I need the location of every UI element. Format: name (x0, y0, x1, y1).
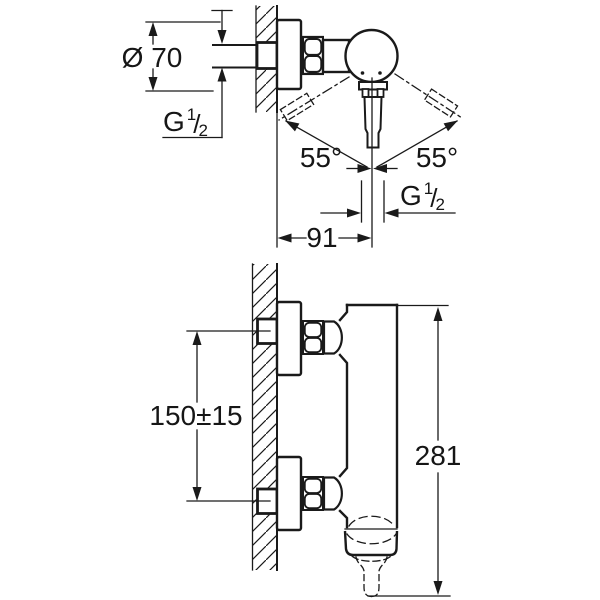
front-view: 150±15 281 (149, 263, 462, 598)
knob-dot-icon (378, 71, 382, 75)
dim-arrowhead (192, 487, 202, 501)
inlet-spacing-label: 150±15 (149, 400, 242, 431)
dim-arrowhead (433, 581, 443, 595)
dimension-total-height: 281 (367, 304, 462, 597)
height-dim-label: 281 (415, 440, 462, 471)
dimension-angle: 55° 55° (282, 116, 461, 173)
lever-phantom-right (394, 73, 463, 119)
hex-nut-icon (301, 35, 325, 76)
escutcheon-top-view (275, 18, 303, 91)
hose-connector (355, 556, 388, 598)
hex-nut-icon (302, 476, 324, 511)
union-fitting (322, 320, 343, 355)
supply-pipe (212, 41, 279, 70)
dim-arrowhead (217, 30, 227, 44)
dim-arrowhead (357, 233, 372, 243)
dimension-diameter: Ø 70 (122, 21, 221, 92)
union-fitting (322, 476, 343, 511)
dim-arrowhead (347, 208, 361, 218)
angle-right-label: 55° (416, 142, 458, 173)
escutcheon (275, 455, 303, 532)
handle-knob (344, 28, 399, 84)
lever-phantom-left (278, 76, 350, 122)
hex-nut-icon (302, 320, 324, 355)
mixer-body (338, 303, 399, 530)
dimension-inlet-spacing: 150±15 (149, 331, 243, 501)
dim-arrowhead (277, 233, 292, 243)
dim-arrowhead (433, 307, 443, 321)
shower-outlet (343, 515, 399, 598)
dim-arrowhead (148, 77, 158, 91)
dim-arrowhead (443, 116, 461, 132)
diameter-dim-label: Ø 70 (122, 42, 183, 73)
escutcheon (275, 300, 303, 377)
dim-arrowhead (192, 331, 202, 345)
wall-fitting (255, 41, 279, 70)
knob-dot-icon (360, 71, 365, 75)
wall-distance-label: 91 (306, 222, 337, 253)
angle-left-label: 55° (300, 142, 342, 173)
lever (358, 77, 388, 248)
wall-section-front (251, 263, 278, 571)
dimension-wall-to-center: 91 (277, 222, 372, 253)
dim-arrowhead (148, 22, 158, 36)
wall-hatch (252, 264, 277, 570)
dim-arrowhead (217, 67, 227, 82)
